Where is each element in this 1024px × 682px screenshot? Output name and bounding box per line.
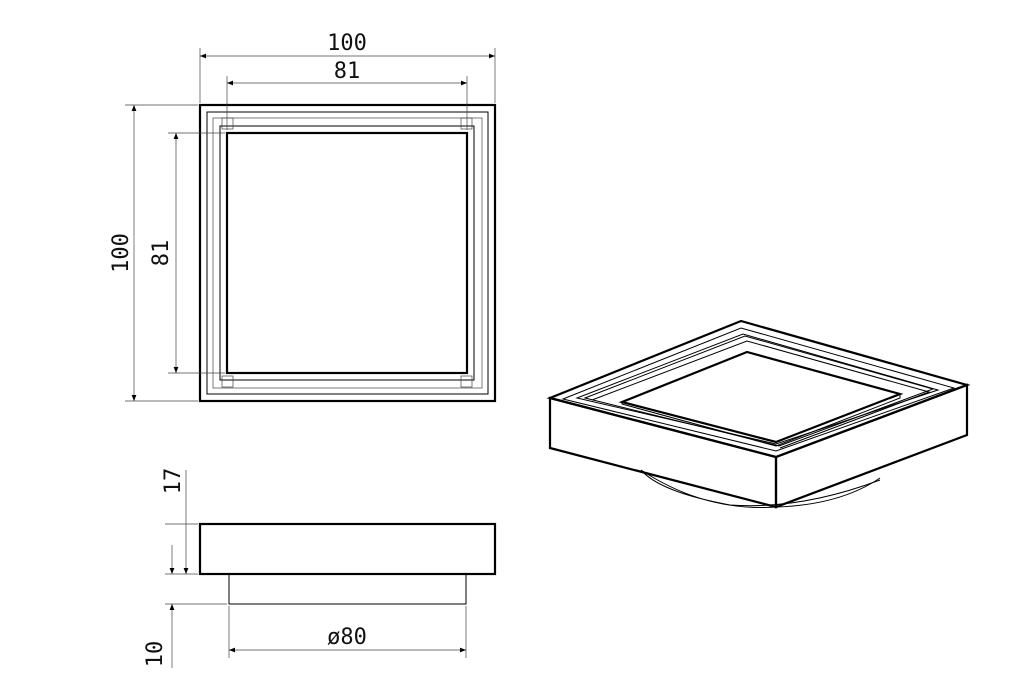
dim-overall-height-label: 17 [161,468,186,495]
box-left-face [548,396,778,509]
dim-outer-width-label: 100 [327,31,367,56]
top-view: 100 81 100 81 [109,31,497,403]
dim-inner-width: 81 [226,59,468,130]
dim-outer-width: 100 [199,31,496,103]
frame-inner-edge [206,111,489,395]
dim-inner-height-label: 81 [149,240,174,267]
grate-step [591,340,931,449]
side-view: 17 10 ø80 [143,468,497,668]
isometric-view [546,319,971,509]
grate-panel [225,131,469,375]
dim-base-height-label: 10 [143,641,168,668]
rim-edge [561,327,956,452]
base-dish [640,469,881,508]
frame-profile [198,522,497,576]
outer-frame [198,103,497,403]
grate-outer [219,125,475,381]
dim-overall-height: 17 [161,468,198,575]
corner-tabs [221,117,473,388]
dim-outer-height-label: 100 [109,233,134,273]
box-top-outline [546,319,971,459]
grate-panel-bevel [621,394,901,447]
dim-inner-height: 81 [149,132,225,374]
grate-recess [212,117,483,389]
dim-base-height: 10 [143,603,227,668]
grate-outer-iso [583,335,935,447]
dim-outer-height: 100 [109,104,198,402]
dim-base-diameter: ø80 [228,606,467,658]
base-profile [228,573,467,605]
dim-base-diameter-label: ø80 [327,625,367,650]
dim-inner-width-label: 81 [334,59,361,84]
